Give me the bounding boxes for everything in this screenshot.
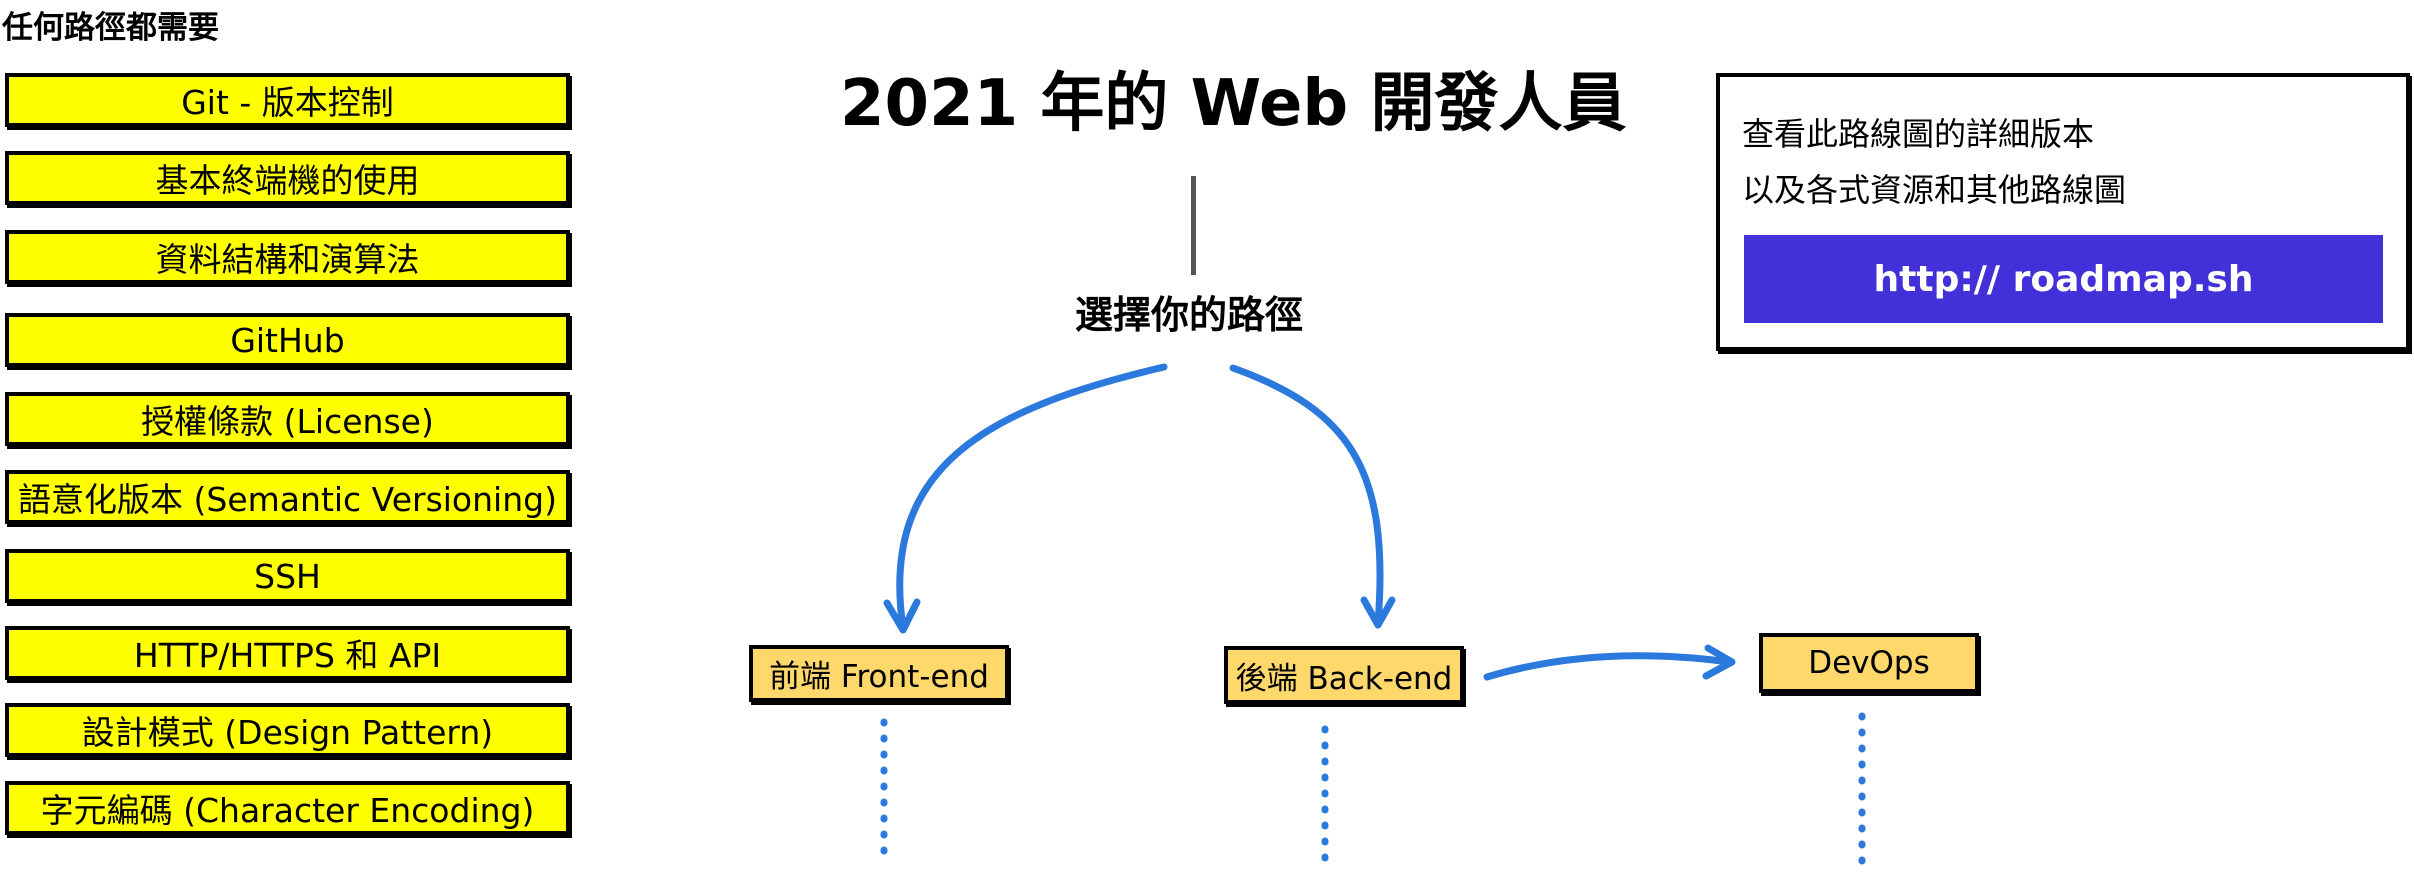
item-ssh[interactable]: SSH — [5, 549, 570, 603]
node-frontend[interactable]: 前端 Front-end — [749, 645, 1009, 702]
roadmap-link-button[interactable]: http:// roadmap.sh — [1744, 235, 2383, 323]
info-line-1: 查看此路線圖的詳細版本 — [1742, 115, 2095, 153]
arrowhead-backend — [1360, 596, 1396, 629]
page-title: 2021 年的 Web 開發人員 — [840, 67, 1627, 141]
arrow-to-devops — [1483, 652, 1734, 681]
choose-path-label: 選擇你的路徑 — [1075, 293, 1304, 337]
title-connector — [1191, 176, 1196, 275]
item-github[interactable]: GitHub — [5, 313, 570, 367]
node-backend[interactable]: 後端 Back-end — [1224, 646, 1464, 704]
item-http-api[interactable]: HTTP/HTTPS 和 API — [5, 626, 570, 680]
item-data-structures[interactable]: 資料結構和演算法 — [5, 230, 570, 284]
item-design-patterns[interactable]: 設計模式 (Design Pattern) — [5, 703, 570, 757]
item-license[interactable]: 授權條款 (License) — [5, 392, 570, 446]
item-terminal[interactable]: 基本終端機的使用 — [5, 151, 570, 205]
arrowhead-frontend — [883, 598, 921, 634]
node-devops[interactable]: DevOps — [1759, 633, 1979, 693]
arrow-to-backend — [1229, 364, 1384, 627]
info-line-2: 以及各式資源和其他路線圖 — [1742, 171, 2127, 209]
item-git[interactable]: Git - 版本控制 — [5, 73, 570, 127]
arrowhead-devops — [1702, 644, 1736, 680]
item-char-encoding[interactable]: 字元編碼 (Character Encoding) — [5, 781, 570, 835]
section-title: 任何路徑都需要 — [2, 10, 219, 46]
item-semver[interactable]: 語意化版本 (Semantic Versioning) — [5, 470, 570, 524]
arrow-to-frontend — [896, 363, 1168, 632]
